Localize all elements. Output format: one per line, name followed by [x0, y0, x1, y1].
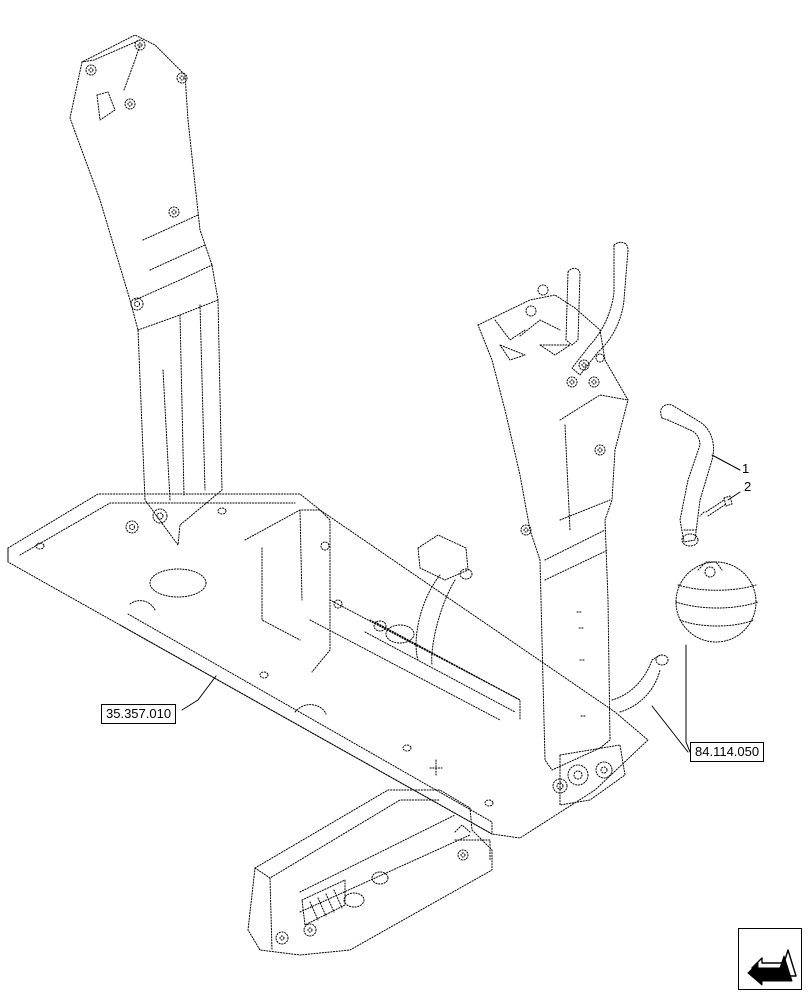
- rubber-boot: [675, 561, 759, 643]
- leader-line-ref-left: [181, 675, 217, 711]
- front-housing: [247, 759, 493, 956]
- leader-line-2: [727, 491, 741, 501]
- navigation-button[interactable]: [738, 928, 802, 990]
- part-2-bolt: [699, 495, 733, 517]
- reference-label-right[interactable]: 84.114.050: [690, 742, 765, 762]
- left-column: [69, 34, 223, 546]
- base-plate: [7, 493, 649, 839]
- control-levers: [565, 241, 629, 388]
- leader-line-1: [711, 454, 741, 471]
- callout-number-2: 2: [744, 479, 752, 494]
- callout-number-1: 1: [742, 461, 750, 476]
- leader-line-ref-right-a: [651, 705, 689, 753]
- hydraulic-cylinder: [364, 619, 521, 713]
- right-column: [477, 284, 629, 771]
- reference-label-left[interactable]: 35.357.010: [101, 704, 177, 724]
- leader-line-ref-right-b: [685, 644, 691, 753]
- lower-linkage: [552, 654, 669, 806]
- center-frame: [244, 509, 521, 721]
- pedal-bracket: [415, 534, 473, 666]
- part-1-lever-handle: [660, 404, 714, 547]
